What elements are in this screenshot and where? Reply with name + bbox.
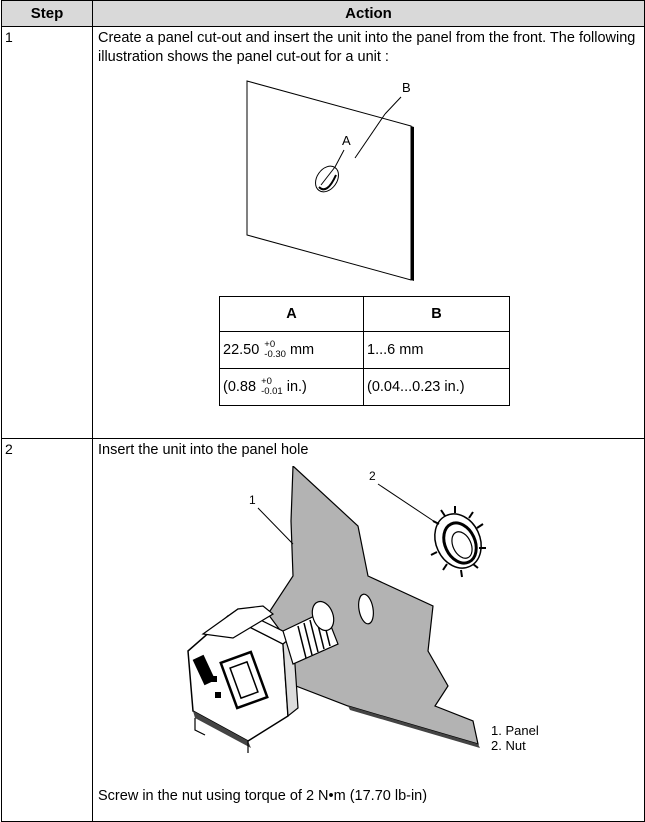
label-2: 2 — [369, 469, 376, 483]
step-header: Step — [1, 0, 93, 27]
action-cell: Insert the unit into the panel hole — [92, 438, 645, 822]
dimension-line-b — [354, 113, 386, 159]
action-cell: Create a panel cut-out and insert the un… — [92, 26, 645, 439]
tol-plus: +0 — [261, 376, 272, 387]
panel-plate — [267, 466, 479, 745]
dim-b-header: B — [363, 296, 510, 332]
label-a: A — [342, 133, 351, 148]
step-1-instruction: Create a panel cut-out and insert the un… — [98, 30, 636, 65]
dim-a-header: A — [219, 296, 364, 332]
panel-edge — [411, 126, 414, 281]
dim-a-mm-tolerance: +0-0.30 — [264, 340, 286, 360]
panel-plate-edge — [348, 706, 480, 748]
step-2-instruction: Insert the unit into the panel hole — [98, 442, 309, 458]
dim-b-in: (0.04...0.23 in.) — [363, 368, 510, 406]
dim-a-mm-value: 22.50 — [223, 341, 260, 358]
step-number: 1 — [1, 26, 93, 439]
leader-line-b — [384, 96, 402, 115]
threaded-shaft — [282, 600, 339, 665]
tol-plus: +0 — [264, 339, 276, 350]
panel-cutout-illustration: A B — [246, 80, 414, 281]
dim-a-mm-unit: mm — [289, 341, 315, 358]
panel-hole — [358, 593, 374, 625]
dimension-line-a — [320, 166, 336, 186]
cutout-hole-inner-edge — [318, 174, 337, 191]
dim-b-mm: 1...6 mm — [363, 331, 510, 369]
legend-panel: 1. Panel — [491, 723, 539, 738]
leader-line-2 — [377, 483, 439, 525]
dim-a-in-unit: in.) — [286, 378, 307, 395]
header-row: Step Action — [1, 0, 645, 27]
step-row-1: 1 Create a panel cut-out and insert the … — [1, 26, 645, 439]
dims-header-row: A B — [219, 296, 510, 332]
step-number: 2 — [1, 438, 93, 822]
tol-minus: -0.30 — [264, 349, 286, 360]
label-1: 1 — [249, 493, 256, 507]
panel-nut-illustration: 1 2 1. Panel 2. Nut — [187, 466, 539, 753]
mounting-nut — [430, 506, 486, 578]
leader-line-a — [334, 149, 345, 168]
dim-a-in-value: (0.88 — [223, 378, 257, 395]
legend-nut: 2. Nut — [491, 738, 526, 753]
action-header: Action — [92, 0, 645, 27]
step-row-2: 2 Insert the unit into the panel hole — [1, 438, 645, 822]
tol-minus: -0.01 — [261, 386, 283, 397]
label-b: B — [402, 80, 411, 95]
dim-a-in-tolerance: +0-0.01 — [261, 377, 283, 397]
leader-line-1 — [257, 507, 294, 545]
torque-instruction: Screw in the nut using torque of 2 N•m (… — [98, 788, 428, 804]
